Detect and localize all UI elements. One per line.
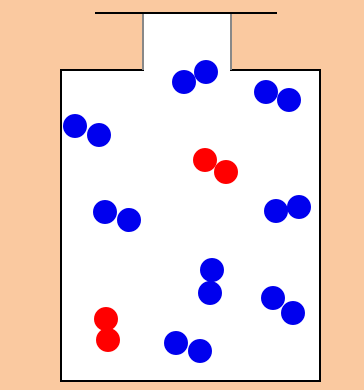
atom xyxy=(188,339,212,363)
atom xyxy=(194,60,218,84)
atom xyxy=(200,258,224,282)
atom xyxy=(117,208,141,232)
atom xyxy=(193,148,217,172)
atom xyxy=(254,80,278,104)
atom xyxy=(94,307,118,331)
atom xyxy=(214,160,238,184)
atom xyxy=(277,88,301,112)
atom xyxy=(63,114,87,138)
atom xyxy=(96,328,120,352)
atom xyxy=(264,199,288,223)
atom xyxy=(164,331,188,355)
atom xyxy=(172,70,196,94)
atom xyxy=(261,286,285,310)
atom xyxy=(287,195,311,219)
atom xyxy=(198,281,222,305)
atom xyxy=(93,200,117,224)
atom xyxy=(281,301,305,325)
atom xyxy=(87,123,111,147)
